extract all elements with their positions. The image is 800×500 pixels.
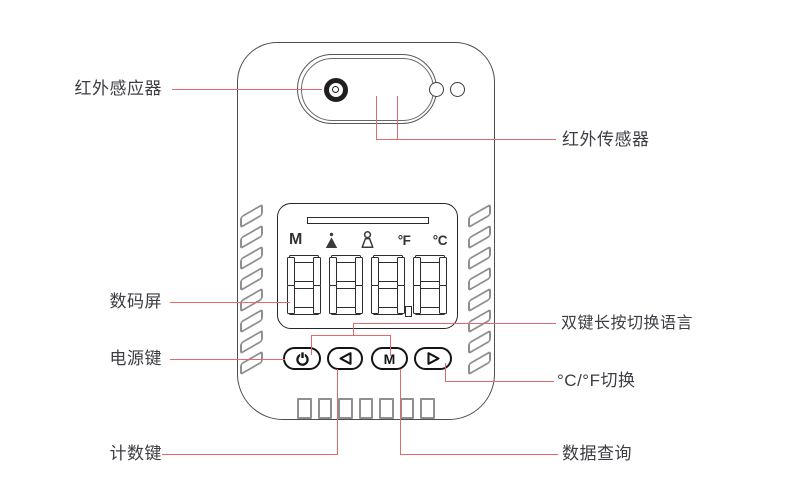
digit-segment: [397, 284, 405, 314]
digit-segment: [313, 284, 321, 314]
callout-lang-switch: 双键长按切换语言: [561, 315, 694, 332]
power-button: [283, 347, 321, 370]
leader-line: [162, 453, 337, 455]
speaker-hole: [297, 398, 312, 419]
digit-1: [287, 255, 321, 315]
callout-data-query: 数据查询: [562, 444, 632, 463]
callout-power-key: 电源键: [109, 349, 162, 368]
callout-ir-sensor: 红外传感器: [562, 130, 650, 149]
decimal-point: [405, 306, 412, 317]
alarm-triangle-icon: [325, 232, 337, 248]
leader-line: [310, 334, 312, 355]
leader-line: [352, 322, 556, 324]
speaker-hole: [338, 398, 353, 419]
leader-line: [310, 334, 391, 336]
leader-line: [352, 322, 354, 336]
digit-3: [371, 255, 405, 315]
digit-segment: [439, 256, 447, 286]
leader-line: [172, 88, 322, 90]
speaker-hole: [399, 398, 414, 419]
signal-bar: [307, 217, 429, 224]
callout-cf-switch: °C/°F切换: [557, 371, 636, 390]
mode-button-label: M: [383, 350, 396, 367]
leader-line: [375, 138, 556, 140]
celsius-icon: °C: [432, 233, 448, 248]
power-icon: [295, 351, 309, 366]
speaker-grille: [297, 398, 435, 419]
digit-segment: [287, 284, 295, 314]
callout-count-key: 计数键: [109, 444, 162, 463]
digit-segment: [329, 256, 337, 286]
digit-segment: [397, 256, 405, 286]
leader-line: [170, 358, 285, 360]
digit-segment: [287, 256, 295, 286]
digit-segment: [329, 284, 337, 314]
leader-line: [336, 368, 338, 455]
right-arrow-button: [414, 347, 452, 370]
digit-segment: [371, 284, 379, 314]
leader-line: [444, 363, 446, 382]
leader-line: [396, 96, 398, 140]
callout-ir-lens: 红外感应器: [74, 79, 162, 98]
digit-segment: [439, 284, 447, 314]
ir-sensor-right-icon: [450, 82, 465, 97]
person-icon: [361, 231, 374, 249]
display-panel: M °F °C: [277, 203, 458, 329]
leader-line: [170, 301, 290, 303]
fahrenheit-icon: °F: [397, 233, 411, 248]
digit-segment: [313, 256, 321, 286]
left-arrow-icon: [338, 352, 352, 365]
digit-segment: [413, 256, 421, 286]
leader-line: [389, 334, 391, 356]
digit-segment: [355, 256, 363, 286]
leader-line: [444, 380, 554, 382]
digit-4: [413, 255, 447, 315]
left-arrow-button: [327, 347, 363, 370]
status-icon-row: M °F °C: [289, 229, 447, 249]
leader-line: [399, 453, 558, 455]
digit-segment: [371, 256, 379, 286]
device-body: M °F °C: [237, 42, 495, 420]
callout-digital-screen: 数码屏: [109, 292, 162, 311]
digit-2: [329, 255, 363, 315]
ir-lens-dot: [332, 86, 340, 94]
speaker-hole: [358, 398, 373, 419]
speaker-hole: [420, 398, 435, 419]
speaker-hole: [379, 398, 394, 419]
mode-m-icon: M: [289, 231, 303, 248]
right-arrow-icon: [426, 352, 440, 365]
leader-line: [399, 368, 401, 455]
ir-sensor-left-icon: [429, 82, 444, 97]
ir-lens-icon: [324, 78, 348, 102]
digit-segment: [355, 284, 363, 314]
seven-segment-digits: [287, 255, 452, 315]
leader-line: [375, 96, 377, 140]
digit-segment: [413, 284, 421, 314]
speaker-hole: [317, 398, 332, 419]
